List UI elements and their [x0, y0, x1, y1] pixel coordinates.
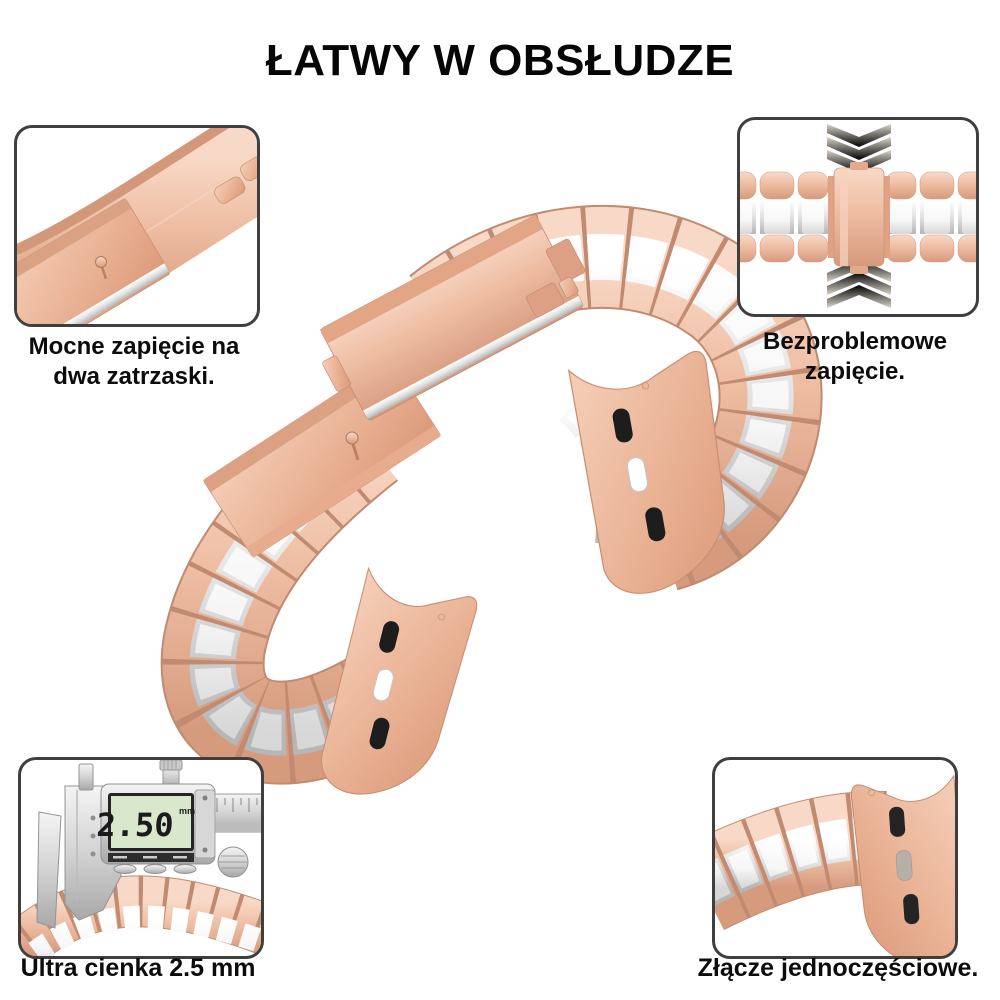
caliper-reading: 2.50	[96, 806, 175, 844]
caption-one-piece: Złącze jednoczęściowe.	[697, 954, 979, 982]
lcd-screen	[111, 796, 191, 848]
right-band-adapter	[568, 346, 745, 601]
clasp-fold-plate	[17, 198, 170, 324]
inset-clasp-closeup	[14, 125, 260, 327]
caption-line: Bezproblemowe	[762, 328, 948, 355]
clasp-latch	[525, 276, 579, 318]
caliper: 2.50 mm	[36, 760, 261, 929]
clasp-pin-small	[95, 256, 108, 280]
bottom-band-adapter	[314, 567, 481, 813]
caption-thickness: Ultra cienka 2.5 mm	[20, 954, 256, 982]
inset-one-piece-connector	[712, 757, 958, 959]
clasp-closeup-photo	[17, 128, 257, 324]
caliper-unit: mm	[179, 806, 195, 816]
clasp-press-photo	[740, 124, 976, 308]
caption-strong-clasp: Mocne zapięcie na dwa zatrzaski.	[0, 332, 268, 392]
page-title: ŁATWY W OBSŁUDZE	[265, 36, 735, 85]
caption-line: dwa zatrzaski.	[53, 363, 215, 390]
inset-easy-clasp	[737, 117, 979, 317]
band-right-links	[885, 171, 976, 263]
clasp-plate	[319, 214, 586, 421]
band-left-links	[740, 171, 829, 263]
caption-line: zapięcie.	[804, 358, 906, 385]
inset-thickness-caliper: 2.50 mm	[18, 757, 264, 959]
connector-photo	[715, 775, 955, 956]
caption-easy-clasp: Bezproblemowe zapięcie.	[723, 327, 987, 387]
band-under-caliper	[21, 875, 261, 956]
caption-line: Mocne zapięcie na	[28, 333, 240, 360]
clasp-pin	[345, 431, 360, 461]
one-piece-adapter	[850, 775, 955, 956]
clasp-cover	[828, 162, 890, 274]
caliper-photo: 2.50 mm	[21, 760, 261, 956]
lcd-module: 2.50 mm	[96, 783, 216, 874]
